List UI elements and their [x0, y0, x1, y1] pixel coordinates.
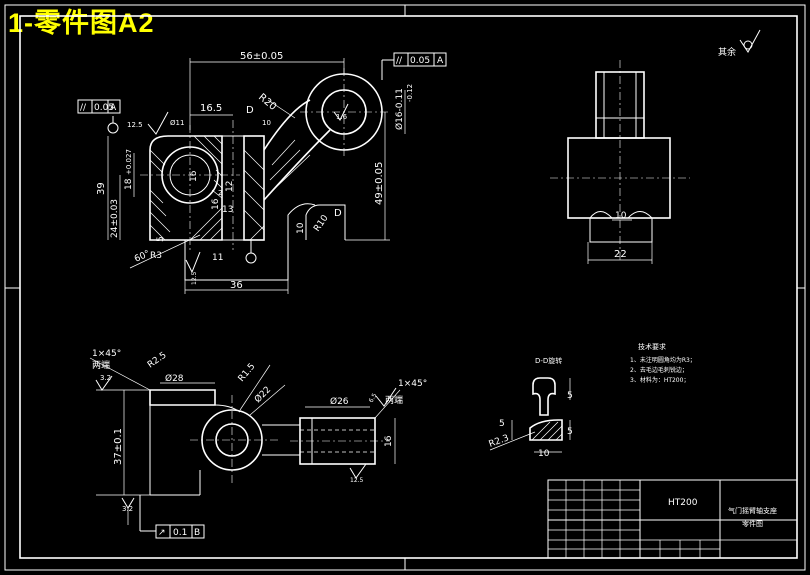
roughness-12-5-bottom: 12.5 — [191, 271, 198, 285]
dim-bore-16: 16 — [189, 170, 199, 182]
section-mark-top: D — [246, 105, 254, 116]
dim-r10: R10 — [312, 213, 331, 233]
dim-10-small: 10 — [262, 119, 271, 127]
top-dia26: Ø26 — [330, 396, 349, 407]
tech-requirements: 技术要求 1、未注明圆角均为R3； 2、去毛边毛刺锐边； 3、材料为：HT200… — [630, 342, 696, 384]
roughness-other-label: 其余 — [718, 46, 736, 58]
top-r25: R2.5 — [146, 350, 169, 370]
tech-item-2: 2、去毛边毛刺锐边； — [630, 366, 688, 374]
side-view: 10 22 — [550, 60, 690, 264]
dim-5: 5 — [156, 236, 166, 242]
top-dim-37: 37±0.1 — [113, 428, 124, 465]
top-ra-3-2-left: 3.2 — [100, 374, 111, 382]
side-dim-10: 10 — [615, 211, 627, 221]
front-view: 56±0.05 16.5 R20 D D 39 24±0.03 18 +0.02… — [77, 51, 447, 294]
top-dia28: Ø28 — [165, 373, 184, 384]
tech-item-1: 1、未注明圆角均为R3； — [630, 356, 696, 364]
dim-18-tol: +0.027 — [125, 149, 133, 175]
section-dim-5-right: 5 — [567, 427, 573, 437]
top-ra-3-2-bottom: 3.2 — [122, 505, 133, 513]
svg-text:A: A — [110, 103, 117, 113]
title-block-material: HT200 — [668, 498, 698, 508]
section-r23: R2.3 — [488, 433, 511, 449]
top-ra-12-5: 12.5 — [350, 477, 364, 484]
top-dim-16: 16 — [384, 435, 394, 447]
tech-heading: 技术要求 — [638, 342, 666, 351]
roughness-12-5-top: 12.5 — [127, 121, 143, 129]
top-ra-6-5: 6.5 — [368, 392, 379, 404]
top-view: 1×45° 两端 R2.5 Ø28 R1.5 Ø22 Ø26 1×45° 两端 … — [89, 349, 427, 539]
drawing-title: 1-零件图A2 — [8, 8, 155, 38]
section-mark-bottom: D — [334, 208, 342, 219]
dim-bottom-36: 36 — [230, 280, 243, 291]
section-dd-label: D-D旋转 — [535, 356, 562, 365]
dim-r20: R20 — [256, 92, 278, 113]
dim-right-hole: Ø16-0.11 — [394, 88, 405, 130]
dim-12: 12 — [225, 181, 235, 192]
svg-text:0.05: 0.05 — [410, 56, 430, 66]
dim-right-hole-tol: -0.12 — [406, 84, 414, 102]
svg-text:↗: ↗ — [158, 528, 166, 538]
section-dd: D-D旋转 5 5 5 R2.3 10 — [488, 356, 573, 459]
dim-18: 18 — [124, 178, 134, 190]
top-chamfer-left-note: 两端 — [92, 359, 110, 371]
tolerance-frame-right: // 0.05 A — [381, 52, 447, 80]
dim-dia-11: Ø11 — [170, 119, 184, 127]
tolerance-frame-bottom: ↗ 0.1 B — [139, 495, 205, 539]
dim-10: 10 — [296, 222, 306, 234]
top-chamfer-left: 1×45° — [92, 349, 121, 359]
dim-2: 2 — [218, 189, 222, 197]
title-block: HT200 气门摇臂轴支座 零件图 — [547, 479, 798, 559]
drawing-frame — [4, 4, 806, 571]
dim-16-small: 16 — [211, 198, 221, 210]
dim-24: 24±0.03 — [110, 199, 120, 238]
section-dim-5-left: 5 — [499, 419, 505, 429]
dim-16-5: 16.5 — [200, 103, 222, 114]
side-dim-22: 22 — [614, 249, 627, 260]
dim-right-49: 49±0.05 — [374, 162, 385, 205]
svg-text:0.05: 0.05 — [94, 103, 114, 113]
section-dim-10: 10 — [538, 449, 550, 459]
roughness-other-symbol: 其余 — [718, 29, 761, 58]
tech-item-3: 3、材料为：HT200； — [630, 376, 689, 384]
svg-text:A: A — [437, 56, 444, 66]
title-block-drawing-type: 零件图 — [742, 519, 763, 528]
section-dim-5-top: 5 — [567, 391, 573, 401]
svg-text://: // — [396, 56, 403, 66]
dim-13: 13 — [222, 205, 233, 215]
dim-height-39: 39 — [96, 182, 107, 195]
dim-top-width: 56±0.05 — [240, 51, 283, 62]
svg-text:B: B — [194, 528, 200, 538]
svg-text:0.1: 0.1 — [173, 528, 187, 538]
dim-11: 11 — [212, 253, 223, 263]
title-block-part-name: 气门摇臂轴支座 — [728, 506, 777, 515]
top-r15: R1.5 — [237, 362, 258, 384]
svg-text://: // — [80, 103, 87, 113]
tolerance-frame-left: // 0.05 A — [77, 99, 121, 114]
top-chamfer-right: 1×45° — [398, 379, 427, 389]
left-boss-hatch — [149, 135, 223, 241]
